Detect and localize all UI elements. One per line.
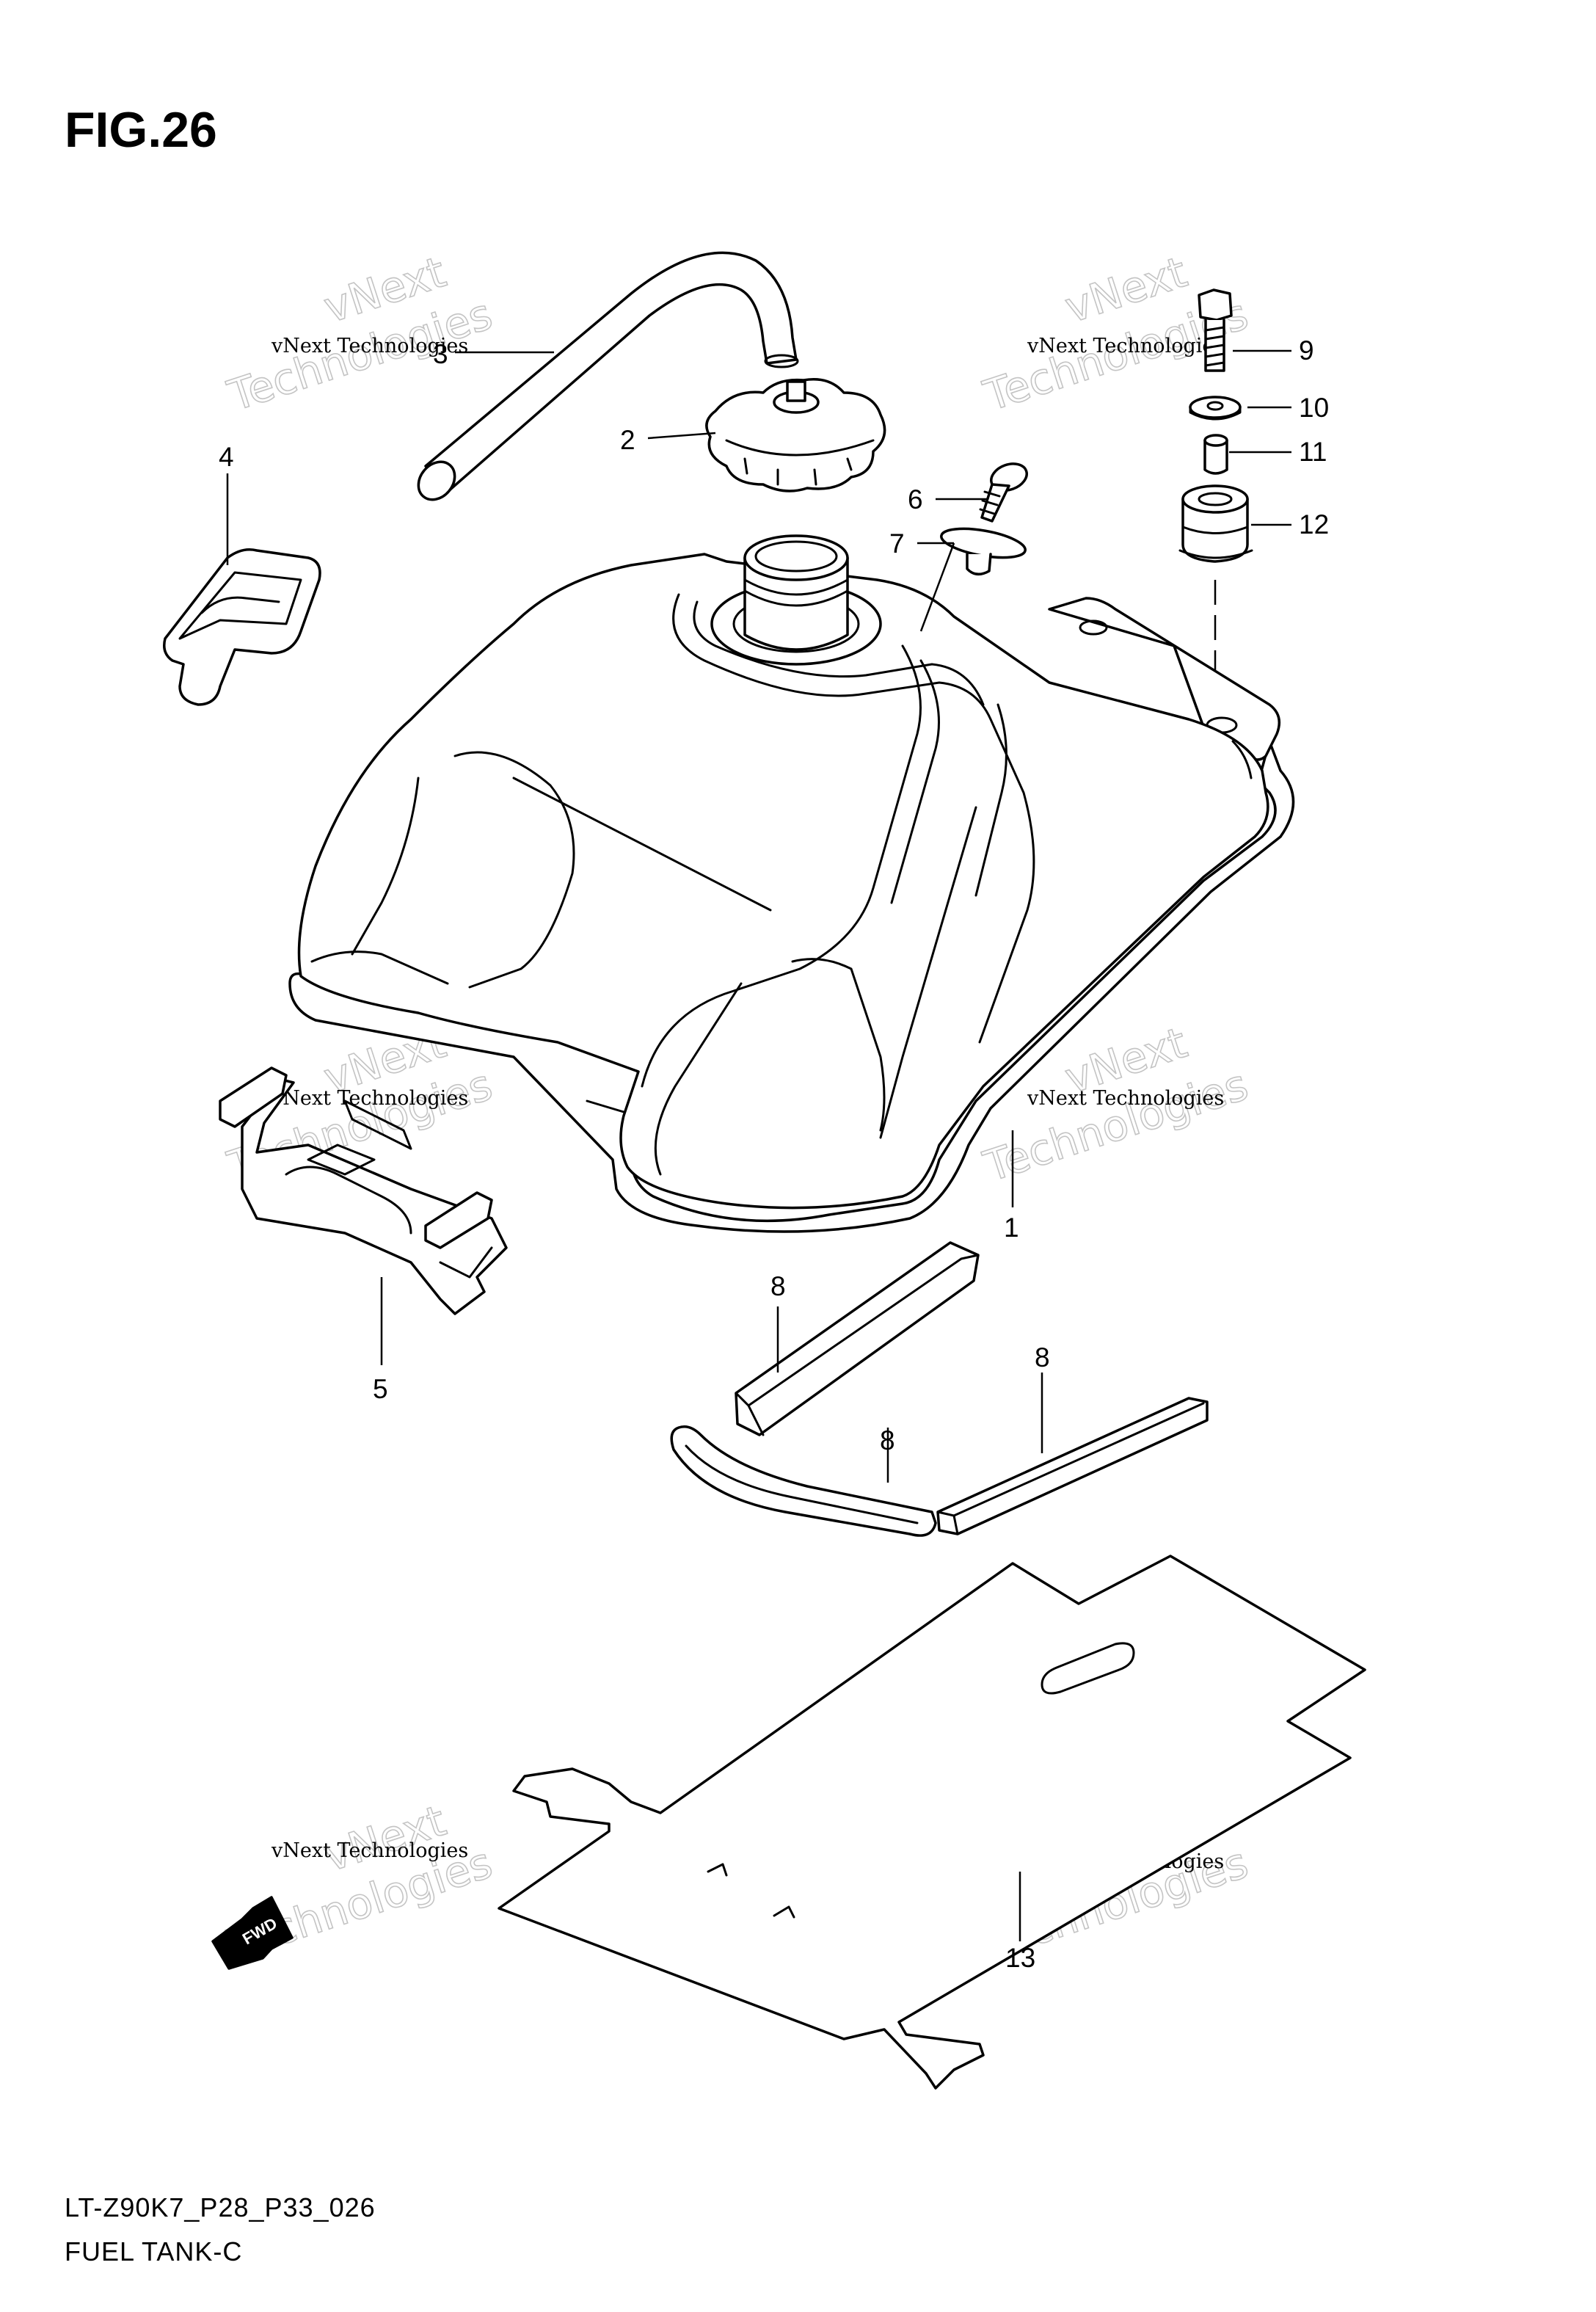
callout-8a: 8: [770, 1271, 786, 1301]
grommet: [1178, 484, 1253, 563]
cushion-bar: [936, 1397, 1209, 1535]
screw: [979, 462, 1028, 523]
heat-shield: [498, 1555, 1366, 2090]
callout-4: 4: [219, 442, 234, 472]
callout-11: 11: [1299, 437, 1327, 467]
callout-2: 2: [620, 425, 635, 455]
band: [219, 1066, 508, 1315]
breather-hose: [417, 251, 799, 501]
callout-3: 3: [433, 339, 448, 369]
callout-5: 5: [373, 1374, 388, 1404]
callout-13: 13: [1005, 1943, 1035, 1973]
model-code: LT-Z90K7_P28_P33_026: [65, 2192, 376, 2222]
bracket: [163, 548, 321, 706]
callout-8b: 8: [880, 1425, 895, 1455]
fwd-arrow-icon: FWD: [211, 1896, 294, 1970]
svg-text:vNext Technologies: vNext Technologies: [1027, 1087, 1224, 1110]
svg-text:vNext Technologies: vNext Technologies: [271, 1839, 468, 1862]
svg-text:vNext Technologies: vNext Technologies: [271, 1087, 468, 1110]
figure-title: FIG.26: [65, 102, 217, 158]
section-title: FUEL TANK-C: [65, 2236, 242, 2266]
cushion-curved: [670, 1425, 937, 1537]
fuel-tank: [288, 534, 1295, 1233]
clamp: [940, 527, 1027, 576]
bolt: [1198, 288, 1233, 372]
callout-7: 7: [889, 528, 905, 559]
watermark-1: vNext Technologies vNext Technologies: [222, 246, 499, 421]
callout-12: 12: [1299, 509, 1329, 539]
fuel-cap: [705, 378, 886, 492]
svg-text:vNext Technologies: vNext Technologies: [271, 335, 468, 357]
callout-8c: 8: [1035, 1342, 1050, 1373]
callout-6: 6: [908, 484, 923, 515]
callout-9: 9: [1299, 335, 1314, 366]
washer: [1189, 396, 1242, 421]
cushion-top: [735, 1241, 980, 1436]
callout-10: 10: [1299, 393, 1329, 423]
svg-text:vNext Technologies: vNext Technologies: [1027, 335, 1224, 357]
callout-1: 1: [1004, 1213, 1019, 1243]
leader-lines: [226, 349, 1291, 1941]
spacer: [1203, 434, 1228, 475]
